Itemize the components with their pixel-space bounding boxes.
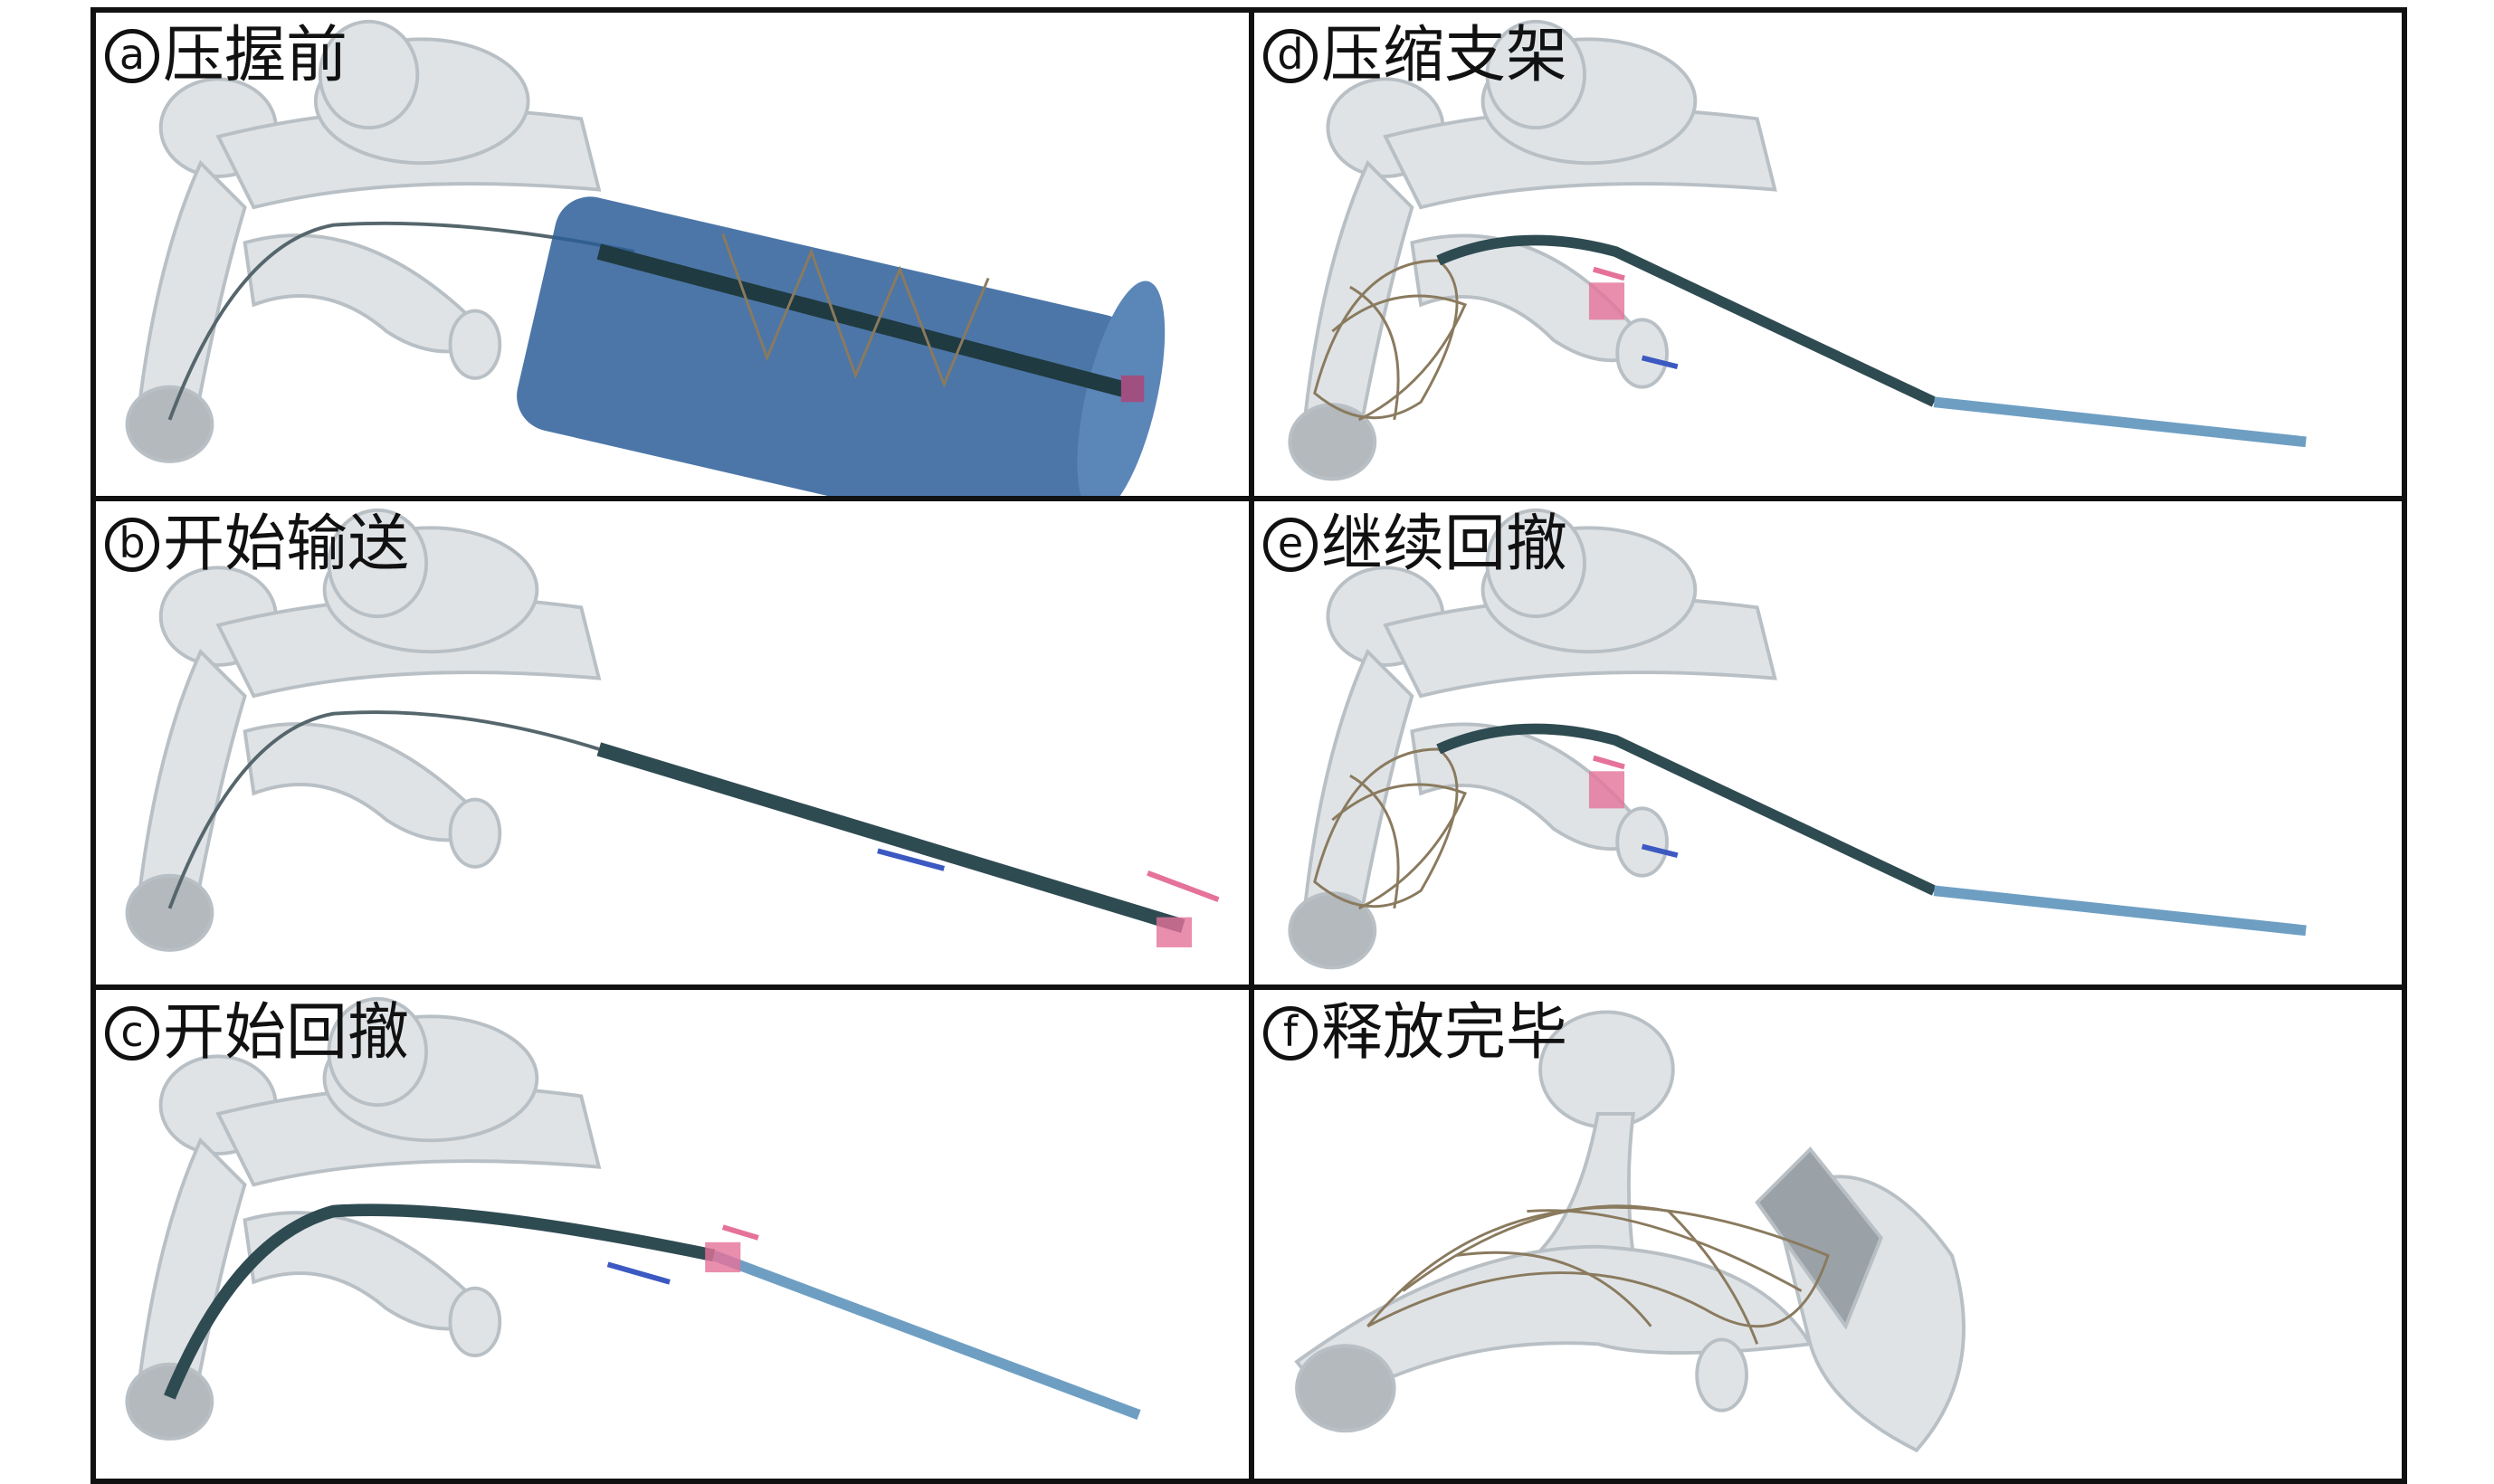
panel-b-caption: b 开始输送 — [105, 514, 409, 576]
vessel-model — [1294, 1010, 1966, 1453]
catheter — [1933, 885, 2307, 937]
panel-d-illustration — [1288, 19, 2307, 481]
panel-e-caption: e 继续回撤 — [1263, 514, 1567, 576]
guidewire — [167, 710, 600, 909]
panel-marker: e — [1263, 518, 1318, 572]
vessel-model — [125, 996, 602, 1441]
panel-c: c 开始回撤 — [90, 985, 1254, 1484]
pink-arrow — [1593, 755, 1625, 770]
stent — [721, 233, 990, 388]
blue-arrow — [1641, 843, 1679, 859]
panel-label: 压握前 — [163, 20, 348, 91]
crimping-tube — [517, 196, 1166, 496]
panel-a-caption: a 压握前 — [105, 25, 347, 87]
pink-marker — [705, 1241, 741, 1273]
panel-c-illustration — [125, 996, 1141, 1441]
panel-e-illustration — [1288, 508, 2307, 970]
delivery-tube — [596, 742, 1185, 933]
blue-arrow — [877, 848, 946, 871]
panel-e: e 继续回撤 — [1249, 496, 2407, 990]
panel-label: 开始输送 — [163, 509, 410, 580]
vessel-model — [125, 19, 602, 463]
catheter — [1933, 396, 2307, 448]
pink-arrow — [1593, 266, 1625, 281]
delivery-tube — [1436, 723, 1937, 896]
panel-marker: f — [1263, 1006, 1318, 1061]
panel-d-caption: d 压缩支架 — [1263, 25, 1567, 87]
panel-b: b 开始输送 — [90, 496, 1254, 990]
catheter — [711, 1250, 1141, 1421]
pink-marker — [1120, 375, 1145, 403]
vessel-model — [1288, 508, 1777, 970]
pink-marker — [1588, 771, 1625, 809]
panel-marker: a — [105, 29, 159, 83]
panel-f: f 释放完毕 — [1249, 985, 2407, 1484]
panel-f-caption: f 释放完毕 — [1263, 1003, 1567, 1064]
panel-b-illustration — [125, 508, 1220, 952]
blue-arrow — [1641, 355, 1679, 370]
panel-f-illustration — [1294, 1010, 1966, 1453]
stent — [1313, 747, 1467, 910]
stent — [1313, 259, 1467, 422]
pink-arrow — [1147, 870, 1220, 902]
panel-label: 释放完毕 — [1321, 997, 1568, 1069]
panel-marker: d — [1263, 29, 1318, 83]
pink-arrow — [721, 1224, 759, 1241]
panel-label: 继续回撤 — [1321, 509, 1568, 580]
pink-marker — [1156, 917, 1193, 947]
pink-marker — [1588, 282, 1625, 320]
vessel-model — [1288, 19, 1777, 481]
panel-a: a 压握前 — [90, 7, 1254, 501]
panel-label: 开始回撤 — [163, 997, 410, 1069]
vessel-model — [125, 508, 602, 952]
delivery-tube — [596, 243, 1141, 402]
panel-a-illustration — [125, 19, 1166, 496]
panel-d: d 压缩支架 — [1249, 7, 2407, 501]
stent — [1366, 1204, 1830, 1345]
panel-c-caption: c 开始回撤 — [105, 1003, 409, 1064]
panel-marker: b — [105, 518, 159, 572]
panel-label: 压缩支架 — [1321, 20, 1568, 91]
guidewire — [167, 221, 635, 421]
delivery-tube — [1436, 234, 1937, 407]
panel-marker: c — [105, 1006, 159, 1061]
blue-arrow — [606, 1261, 671, 1285]
figure: a 压握前 — [90, 7, 2407, 1484]
delivery-tube — [164, 1203, 716, 1400]
